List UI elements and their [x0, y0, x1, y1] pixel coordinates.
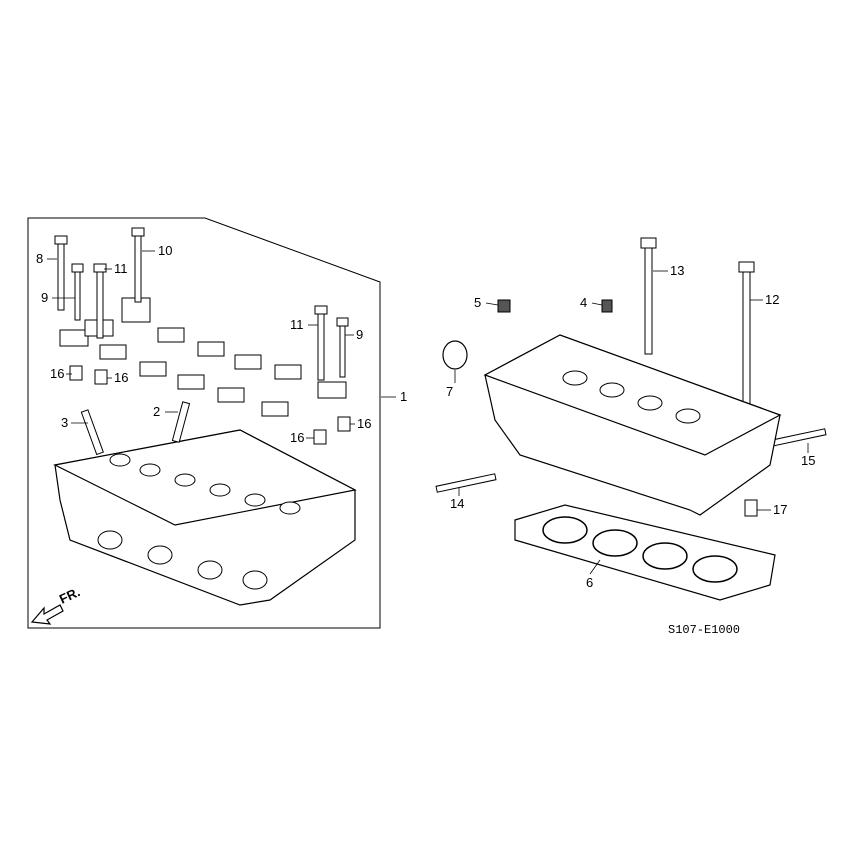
callout-number: 16	[357, 416, 371, 431]
bolts	[54, 227, 827, 493]
callout-number: 2	[153, 404, 160, 419]
callout-number: 10	[158, 243, 172, 258]
cylinder-head-right	[442, 299, 782, 516]
callout-number: 16	[114, 370, 128, 385]
callout-number: 7	[446, 384, 453, 399]
callout-number: 8	[36, 251, 43, 266]
head-gasket	[514, 504, 776, 601]
callout-number: 9	[41, 290, 48, 305]
callout-number: 11	[114, 261, 128, 276]
cylinder-head-left	[53, 429, 357, 606]
callout-number: 12	[765, 292, 779, 307]
callout-number: 1	[400, 389, 407, 404]
front-direction-arrow-icon	[30, 604, 64, 625]
callout-number: 3	[61, 415, 68, 430]
assembly-outline	[27, 217, 381, 629]
callout-number: 13	[670, 263, 684, 278]
callout-leader-line	[485, 302, 499, 306]
callout-number: 16	[50, 366, 64, 381]
callout-leader-line	[591, 302, 603, 306]
callout-number: 14	[450, 496, 464, 511]
callout-number: 16	[290, 430, 304, 445]
callout-number: 11	[290, 317, 304, 332]
callout-number: 6	[586, 575, 593, 590]
diagram-code: S107-E1000	[668, 623, 740, 637]
callout-number: 15	[801, 453, 815, 468]
callout-number: 9	[356, 327, 363, 342]
front-direction-label: FR.	[57, 584, 82, 606]
callout-number: 5	[474, 295, 481, 310]
callout-leader-line	[589, 559, 601, 575]
callout-number: 4	[580, 295, 587, 310]
callout-number: 17	[773, 502, 787, 517]
